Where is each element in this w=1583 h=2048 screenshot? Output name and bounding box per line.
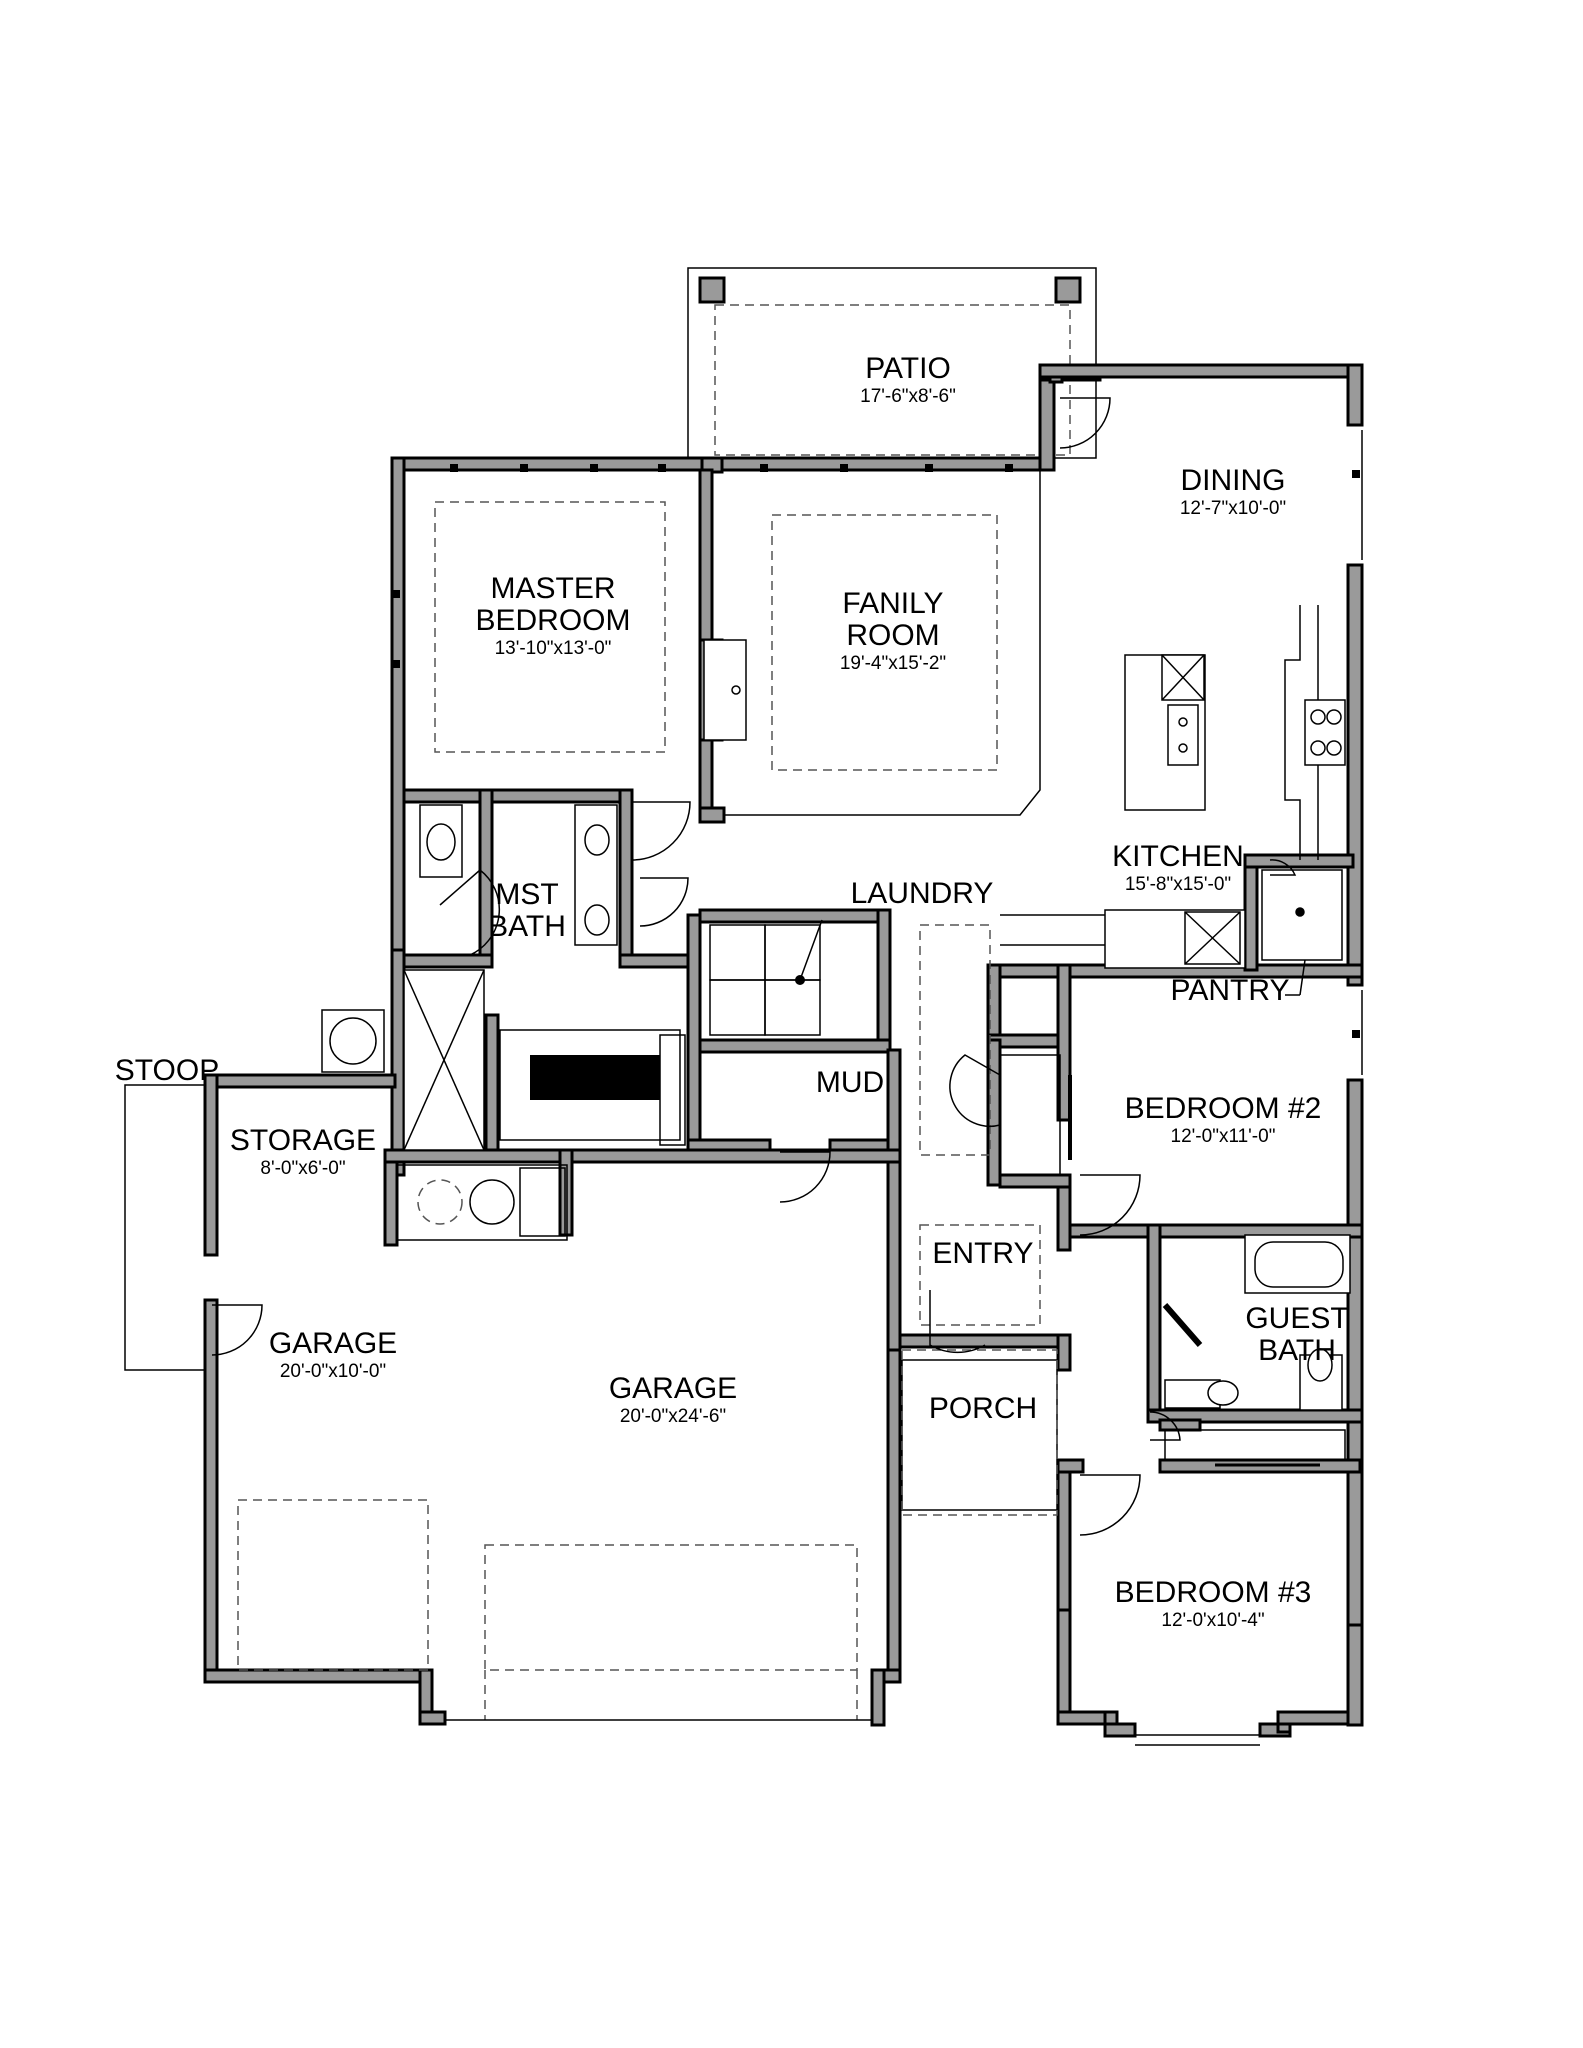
laundry-label: LAUNDRY <box>851 877 994 910</box>
garage-small-dim: 20'-0"x10'-0" <box>280 1361 386 1382</box>
storage-dim: 8'-0"x6'-0" <box>260 1158 345 1179</box>
porch-label: PORCH <box>929 1392 1037 1425</box>
bedroom-3-label: BEDROOM #3 <box>1115 1576 1312 1609</box>
room-labels: PATIO 17'-6"x8'-6" DINING 12'-7"x10'-0" … <box>115 352 1349 1631</box>
mst-bath-label-1: MST <box>495 878 558 911</box>
kitchen-label: KITCHEN <box>1112 840 1244 873</box>
pantry-label: PANTRY <box>1171 974 1290 1007</box>
walls <box>203 363 1364 1738</box>
garage-main-dim: 20'-0"x24'-6" <box>620 1406 726 1427</box>
guest-bath-label-2: BATH <box>1258 1334 1336 1367</box>
dining-label: DINING <box>1181 464 1286 497</box>
garage-main-label: GARAGE <box>609 1372 737 1405</box>
family-room-label-1: FANILY <box>842 587 943 620</box>
door-swings <box>211 397 1297 1536</box>
mst-bath-label-2: BATH <box>488 910 566 943</box>
dining-dim: 12'-7"x10'-0" <box>1180 498 1286 519</box>
bedroom-2-dim: 12'-0"x11'-0" <box>1171 1126 1276 1147</box>
family-room-dim: 19'-4"x15'-2" <box>840 653 946 674</box>
guest-bath-label-1: GUEST <box>1245 1302 1348 1335</box>
mud-label: MUD <box>816 1066 884 1099</box>
window-marks <box>392 430 1363 1075</box>
garage-small-label: GARAGE <box>269 1327 397 1360</box>
interior-details <box>124 469 1351 1746</box>
master-bedroom-dim: 13'-10"x13'-0" <box>495 638 612 659</box>
entry-label: ENTRY <box>932 1237 1033 1270</box>
bedroom-3-dim: 12'-0'x10'-4" <box>1161 1610 1264 1631</box>
kitchen-dim: 15'-8"x15'-0" <box>1125 874 1231 895</box>
patio-dim: 17'-6"x8'-6" <box>860 386 956 407</box>
family-room-label-2: ROOM <box>846 619 939 652</box>
stoop-label: STOOP <box>115 1054 219 1087</box>
storage-label: STORAGE <box>230 1124 376 1157</box>
master-bedroom-label-2: BEDROOM <box>475 604 630 637</box>
patio-label: PATIO <box>865 352 951 385</box>
master-bedroom-label-1: MASTER <box>490 572 615 605</box>
bedroom-2-label: BEDROOM #2 <box>1125 1092 1322 1125</box>
